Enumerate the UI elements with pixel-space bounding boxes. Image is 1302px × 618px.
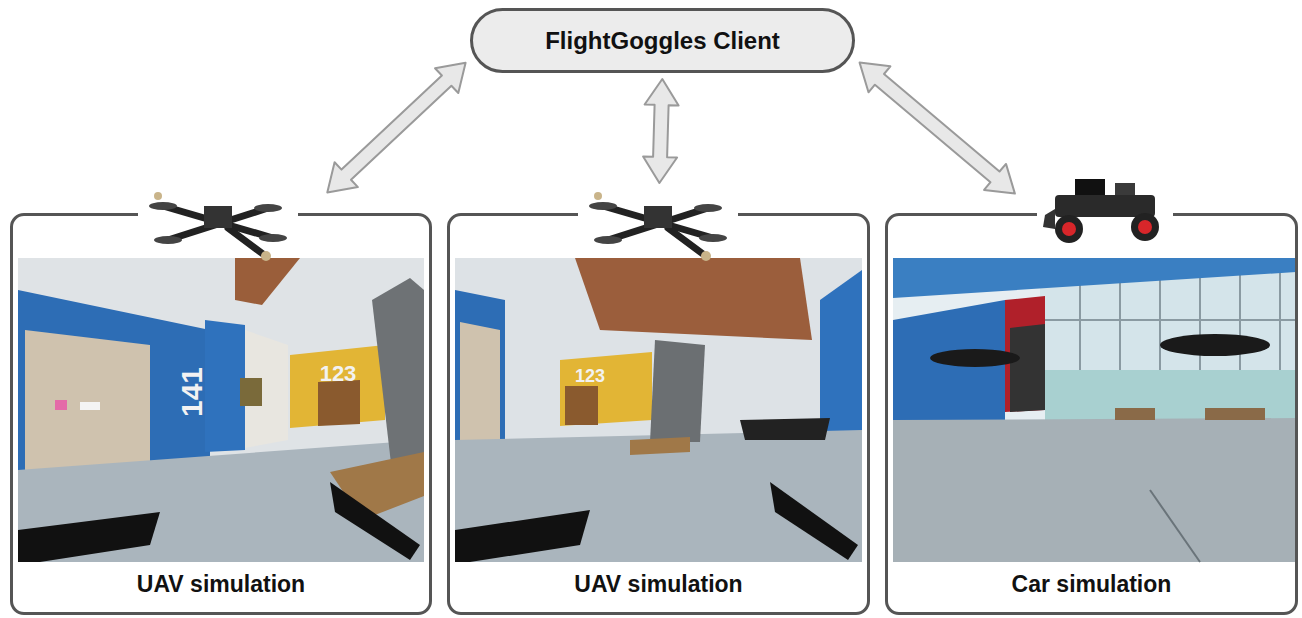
- illustration-shape: [1138, 220, 1152, 234]
- illustration-shape: [1115, 183, 1135, 195]
- illustration-shape: [699, 234, 727, 242]
- illustration-shape: [560, 352, 652, 426]
- panel-caption: UAV simulation: [450, 571, 867, 598]
- double-arrow: [327, 63, 465, 193]
- illustration-shape: [1160, 334, 1270, 356]
- illustration-shape: [740, 418, 830, 440]
- illustration-shape: [18, 512, 160, 562]
- illustration-shape: [455, 258, 862, 562]
- middle-scene: [455, 258, 862, 562]
- car-icon: [1037, 175, 1173, 243]
- panel-caption: Car simulation: [888, 571, 1295, 598]
- drone-icon: [138, 192, 298, 261]
- right-scene: [893, 258, 1296, 562]
- illustration-shape: [149, 202, 287, 244]
- illustration-shape: [1043, 209, 1055, 229]
- simulation-panel: UAV simulation: [10, 213, 432, 615]
- illustration-shape: [644, 206, 672, 228]
- illustration-shape: [668, 228, 703, 254]
- illustration-shape: [589, 202, 727, 244]
- illustration-shape: [154, 192, 162, 200]
- client-label: FlightGoggles Client: [545, 27, 780, 55]
- illustration-shape: [261, 251, 271, 261]
- illustration-shape: [893, 258, 1296, 562]
- illustration-shape: [694, 204, 722, 212]
- illustration-shape: [149, 202, 177, 210]
- illustration-shape: [18, 440, 424, 562]
- double-arrow: [860, 63, 1015, 194]
- illustration-shape: [235, 258, 300, 305]
- illustration-shape: [372, 278, 424, 472]
- wall-number: 123: [575, 366, 605, 387]
- wall-number: 141: [175, 367, 209, 417]
- wall-number: 123: [320, 361, 357, 387]
- illustration-shape: [18, 258, 424, 562]
- illustration-shape: [1131, 213, 1159, 241]
- simulation-panel: UAV simulation: [447, 213, 870, 615]
- simulation-panel: Car simulation: [885, 213, 1298, 615]
- panel-caption: UAV simulation: [13, 571, 429, 598]
- left-scene: [18, 258, 424, 562]
- illustration-shape: [1062, 222, 1076, 236]
- illustration-shape: [1115, 408, 1155, 420]
- illustration-shape: [455, 430, 862, 562]
- illustration-shape: [1075, 179, 1105, 195]
- illustration-shape: [770, 482, 858, 560]
- illustration-shape: [240, 378, 262, 406]
- illustration-shape: [589, 202, 617, 210]
- illustration-shape: [259, 234, 287, 242]
- illustration-shape: [1037, 175, 1173, 235]
- illustration-shape: [1045, 370, 1296, 420]
- illustration-shape: [650, 340, 705, 442]
- illustration-shape: [594, 236, 622, 244]
- illustration-shape: [163, 206, 273, 238]
- illustration-shape: [603, 206, 713, 238]
- illustration-shape: [594, 192, 602, 200]
- illustration-shape: [893, 418, 1296, 562]
- illustration-shape: [565, 386, 598, 425]
- illustration-shape: [455, 510, 590, 562]
- illustration-shape: [205, 320, 245, 452]
- illustration-shape: [1055, 215, 1083, 243]
- illustration-shape: [80, 402, 100, 410]
- illustration-shape: [204, 206, 232, 228]
- illustration-shape: [1010, 324, 1045, 412]
- illustration-shape: [893, 258, 1296, 298]
- illustration-shape: [1150, 490, 1200, 562]
- illustration-shape: [154, 236, 182, 244]
- illustration-shape: [254, 204, 282, 212]
- drone-icon: [578, 192, 738, 261]
- illustration-shape: [228, 228, 263, 254]
- illustration-shape: [930, 349, 1020, 367]
- illustration-shape: [1205, 408, 1265, 420]
- illustration-shape: [318, 380, 360, 426]
- client-pill: FlightGoggles Client: [470, 8, 855, 73]
- illustration-shape: [701, 251, 711, 261]
- illustration-shape: [25, 330, 150, 474]
- illustration-shape: [630, 437, 690, 455]
- illustration-shape: [1040, 319, 1296, 321]
- illustration-shape: [330, 482, 420, 560]
- illustration-shape: [575, 258, 812, 340]
- illustration-shape: [290, 345, 385, 428]
- double-arrow: [643, 79, 679, 183]
- illustration-shape: [55, 400, 67, 410]
